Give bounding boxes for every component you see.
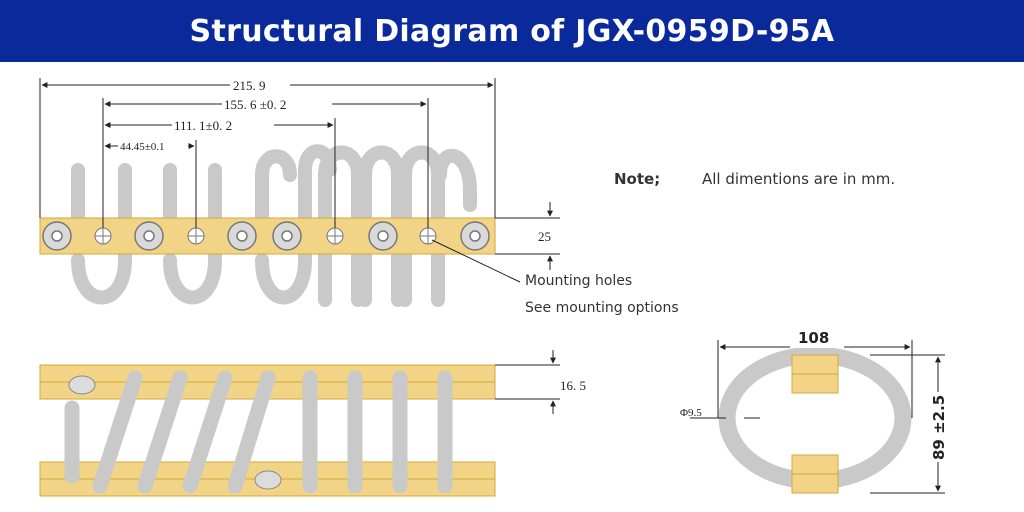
dim-overall-length: 215. 9 (233, 78, 266, 93)
callout-mounting-holes: Mounting holes (525, 273, 632, 289)
top-view: 215. 9 155. 6 ±0. 2 111. 1±0. 2 44.45±0.… (39, 78, 560, 307)
dim-wire-diameter: Φ9.5 (680, 407, 702, 419)
dim-side-plate: 16. 5 (560, 378, 586, 393)
dim-end-width: 108 (798, 329, 829, 347)
dim-hole-pitch: 44.45±0.1 (120, 141, 165, 153)
note-text: All dimentions are in mm. (702, 170, 895, 188)
page-title: Structural Diagram of JGX-0959D-95A (189, 13, 835, 49)
mounting-holes (94, 227, 437, 245)
end-view: 108 89 ±2.5 Φ9.5 (680, 328, 950, 494)
dim-outer-hole-spacing: 155. 6 ±0. 2 (224, 97, 286, 112)
dim-inner-hole-spacing: 111. 1±0. 2 (174, 118, 232, 133)
callout-mounting-options: See mounting options (525, 300, 679, 316)
bolt-heads (42, 221, 490, 251)
side-coil (64, 370, 453, 494)
dim-end-height: 89 ±2.5 (930, 395, 948, 460)
top-coil (71, 144, 477, 307)
top-plate (39, 217, 496, 255)
dim-plate-height: 25 (538, 229, 551, 244)
note-label: Note; (614, 170, 660, 188)
title-banner: Structural Diagram of JGX-0959D-95A (0, 0, 1024, 62)
side-view: 16. 5 (39, 350, 586, 497)
note: Note; All dimentions are in mm. (614, 170, 895, 188)
